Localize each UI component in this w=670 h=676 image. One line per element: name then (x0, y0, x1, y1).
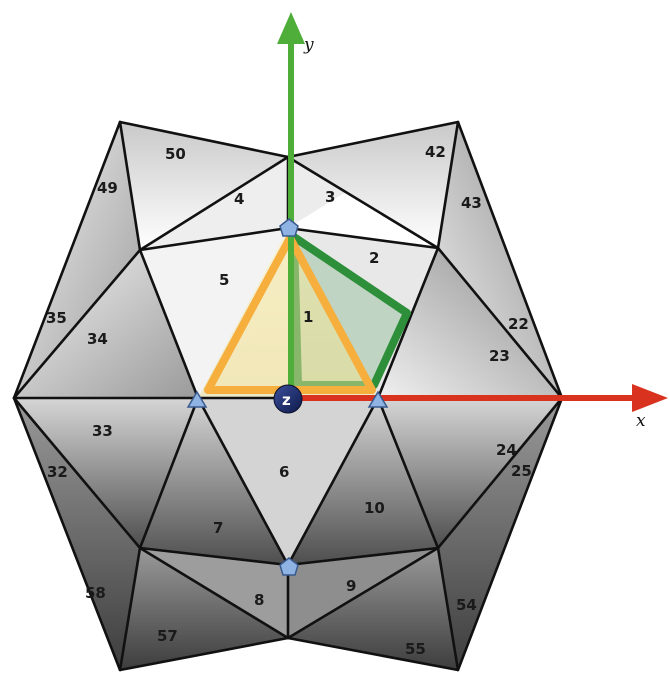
edge (286, 546, 440, 567)
edge (138, 248, 200, 400)
face-32 (14, 398, 140, 670)
face-33 (14, 398, 198, 548)
edge (12, 248, 142, 400)
vertex-triangle-icon (367, 390, 389, 408)
face-label-6: 6 (279, 463, 289, 481)
face-label-22: 22 (508, 315, 529, 333)
edge (118, 120, 142, 252)
face-label-8: 8 (254, 591, 264, 609)
edge (138, 155, 290, 252)
face-label-2: 2 (369, 249, 379, 267)
y-axis-label: y (303, 35, 314, 55)
face-label-42: 42 (425, 143, 446, 161)
edge (118, 546, 142, 672)
face-label-5: 5 (219, 271, 229, 289)
edge (138, 546, 290, 640)
face-7 (140, 398, 288, 565)
edge (286, 396, 380, 567)
face-42 (288, 122, 458, 248)
edge (196, 396, 290, 567)
face-label-9: 9 (346, 577, 356, 595)
face-label-55: 55 (405, 640, 426, 658)
edge (286, 155, 440, 250)
face-label-32: 32 (47, 463, 68, 481)
edge (436, 396, 564, 550)
face-label-49: 49 (97, 179, 118, 197)
face-2 (288, 228, 438, 398)
face-label-54: 54 (456, 596, 477, 614)
face-labels: 50 42 49 43 4 3 2 5 1 35 34 22 23 33 24 … (46, 143, 532, 658)
edge (436, 546, 460, 672)
face-label-58: 58 (85, 584, 106, 602)
edge (12, 396, 142, 550)
face-55 (288, 548, 458, 670)
face-label-25: 25 (511, 462, 532, 480)
face-49 (14, 122, 140, 398)
y-axis (277, 12, 305, 398)
edge (376, 246, 440, 400)
vertex-pentagon-icon (279, 557, 299, 576)
edge (376, 396, 440, 550)
face-label-35: 35 (46, 309, 67, 327)
edge (138, 546, 290, 567)
face-label-34: 34 (87, 330, 108, 348)
face-label-7: 7 (213, 519, 223, 537)
face-6 (198, 398, 378, 565)
x-arrow-icon (632, 384, 668, 412)
face-label-24: 24 (496, 441, 517, 459)
z-axis-label: z (282, 391, 291, 409)
face-label-10: 10 (364, 499, 385, 517)
face-57 (120, 548, 288, 670)
face-34 (14, 250, 198, 398)
z-axis-marker: z (273, 384, 303, 414)
face-label-1: 1 (303, 308, 313, 326)
vertex-triangle-icon (186, 390, 208, 408)
edge (138, 396, 200, 550)
face-label-23: 23 (489, 347, 510, 365)
face-label-33: 33 (92, 422, 113, 440)
face-label-3: 3 (325, 188, 335, 206)
face-43 (438, 122, 562, 398)
edge (286, 226, 440, 250)
y-arrow-icon (277, 12, 305, 44)
x-axis-label: x (636, 411, 646, 431)
edge (436, 120, 460, 250)
edge (286, 546, 440, 640)
face-label-43: 43 (461, 194, 482, 212)
face-label-57: 57 (157, 627, 178, 645)
x-axis (288, 384, 668, 412)
edge (436, 246, 564, 400)
face-label-4: 4 (234, 190, 244, 208)
face-50 (120, 122, 288, 250)
vertex-pentagon-icon (279, 218, 299, 237)
edge (138, 226, 290, 252)
face-5 (140, 228, 288, 398)
face-label-50: 50 (165, 145, 186, 163)
face-25 (438, 398, 562, 670)
green-region (290, 233, 411, 389)
face-10 (288, 398, 438, 565)
